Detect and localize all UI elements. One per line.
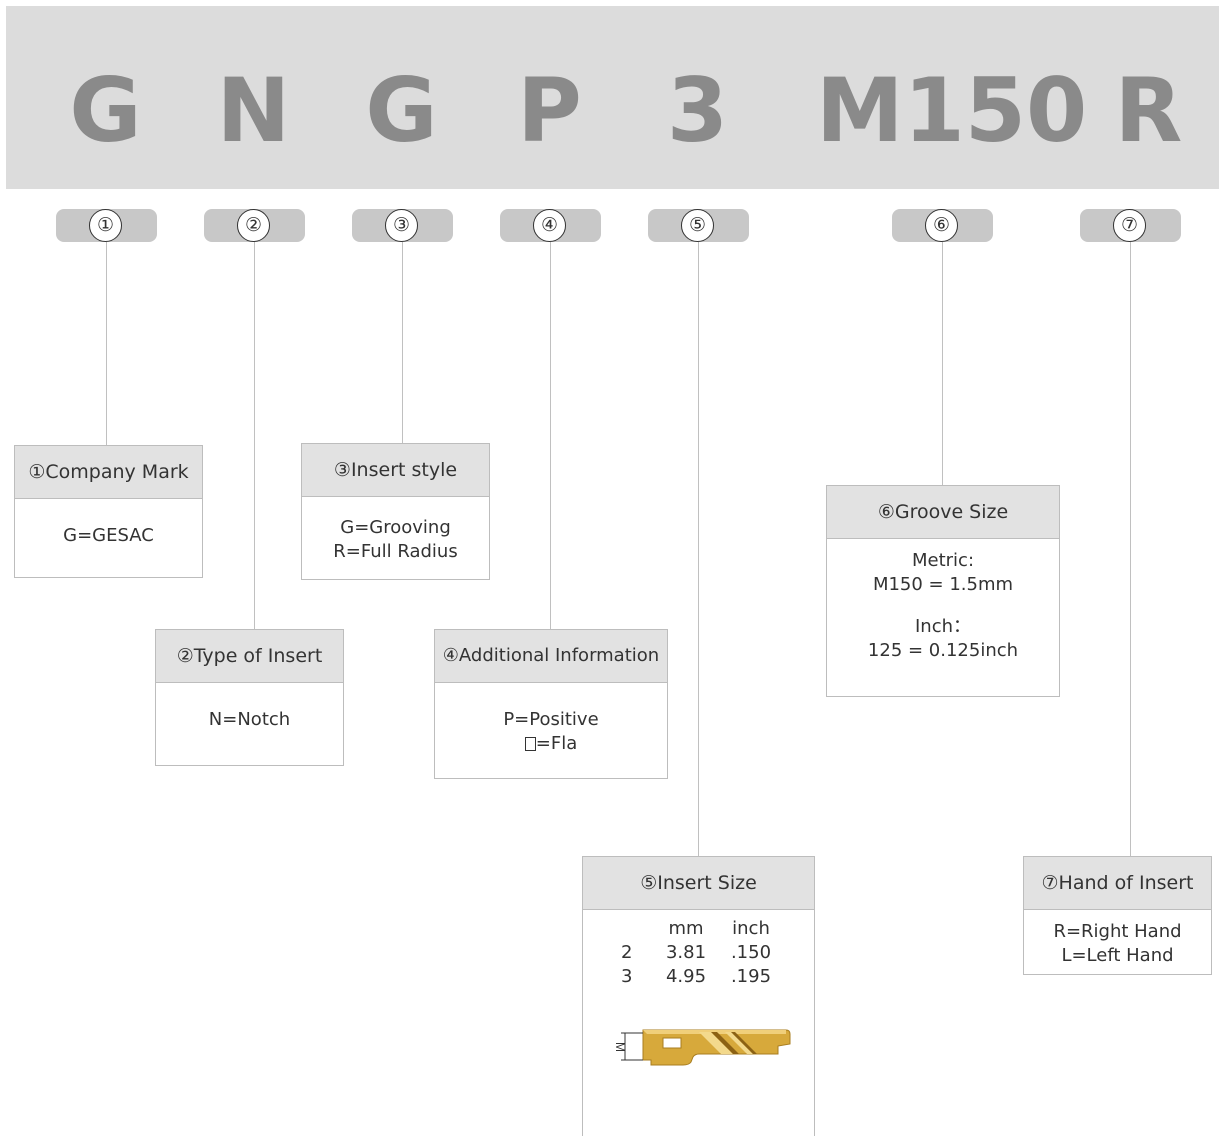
code-letter-type: N	[216, 59, 291, 162]
marker-number: ⑥	[925, 209, 958, 242]
code-header: G N G P 3 M150 R	[6, 6, 1219, 189]
insert-size-box: ⑤Insert Size mm inch 2 3.81 .150 3 4.95 …	[582, 856, 815, 1136]
groove-size-metric-label: Metric:	[911, 550, 975, 571]
company-mark-box: ①Company Mark G=GESAC	[14, 445, 203, 578]
groove-size-box: ⑥Groove Size Metric: M150 = 1.5mm Inch： …	[826, 485, 1060, 697]
table-row: 2 3.81 .150	[621, 940, 781, 964]
type-of-insert-title: ②Type of Insert	[156, 630, 343, 683]
insert-size-title: ⑤Insert Size	[583, 857, 814, 910]
marker-number: ③	[385, 209, 418, 242]
marker-pill-4: ④	[500, 209, 601, 242]
groove-size-inch-value: 125 = 0.125inch	[867, 640, 1019, 661]
code-letter-company: G	[69, 59, 142, 162]
marker-pill-7: ⑦	[1080, 209, 1181, 242]
marker-pill-2: ②	[204, 209, 305, 242]
insert-size-header-inch: inch	[732, 917, 770, 939]
connector-line-6	[942, 242, 943, 486]
marker-pill-5: ⑤	[648, 209, 749, 242]
code-letter-style: G	[365, 59, 438, 162]
groove-size-metric-value: M150 = 1.5mm	[872, 574, 1014, 595]
dimension-label: M	[613, 1042, 627, 1052]
missing-glyph-icon	[524, 737, 536, 751]
code-letter-size: 3	[666, 59, 729, 162]
insert-size-mm: 3.81	[665, 941, 707, 963]
marker-number: ④	[533, 209, 566, 242]
hand-of-insert-box: ⑦Hand of Insert R=Right Hand L=Left Hand	[1023, 856, 1212, 975]
company-mark-title: ①Company Mark	[15, 446, 202, 499]
insert-style-title: ③Insert style	[302, 444, 489, 497]
company-mark-value: G=GESAC	[63, 525, 154, 546]
marker-pill-6: ⑥	[892, 209, 993, 242]
groove-size-inch-label: Inch：	[914, 616, 972, 637]
insert-profile-diagram: M	[613, 1029, 791, 1066]
hand-of-insert-left: L=Left Hand	[1061, 945, 1174, 966]
connector-line-7	[1130, 242, 1131, 857]
connector-line-4	[550, 242, 551, 630]
insert-size-inch: .195	[730, 965, 772, 987]
additional-info-positive: P=Positive	[503, 709, 599, 730]
insert-size-header-code	[621, 916, 651, 940]
code-letter-hand: R	[1114, 59, 1183, 162]
code-letter-groove: M150	[816, 59, 1088, 162]
type-of-insert-value: N=Notch	[208, 709, 291, 730]
groove-size-title: ⑥Groove Size	[827, 486, 1059, 539]
insert-size-table: mm inch 2 3.81 .150 3 4.95 .195	[621, 916, 781, 988]
insert-size-header-row: mm inch	[621, 916, 781, 940]
additional-info-flat: =Fla	[535, 733, 578, 754]
marker-number: ⑦	[1113, 209, 1146, 242]
insert-body	[642, 1029, 791, 1066]
marker-number: ②	[237, 209, 270, 242]
table-row: 3 4.95 .195	[621, 964, 781, 988]
insert-size-code: 3	[621, 965, 633, 987]
additional-info-box: ④Additional Information P=Positive =Fla	[434, 629, 668, 779]
code-letter-additional: P	[517, 59, 582, 162]
insert-style-grooving: G=Grooving	[340, 517, 451, 538]
hand-of-insert-right: R=Right Hand	[1053, 921, 1182, 942]
connector-line-3	[402, 242, 403, 444]
additional-info-title: ④Additional Information	[435, 630, 667, 683]
insert-size-inch: .150	[730, 941, 772, 963]
marker-number: ①	[89, 209, 122, 242]
marker-number: ⑤	[681, 209, 714, 242]
insert-size-code: 2	[621, 941, 633, 963]
hand-of-insert-title: ⑦Hand of Insert	[1024, 857, 1211, 910]
connector-line-5	[698, 242, 699, 857]
additional-info-flat-row: =Fla	[435, 732, 667, 756]
marker-pill-3: ③	[352, 209, 453, 242]
insert-size-mm: 4.95	[665, 965, 707, 987]
connector-line-1	[106, 242, 107, 446]
marker-pill-1: ①	[56, 209, 157, 242]
insert-style-box: ③Insert style G=Grooving R=Full Radius	[301, 443, 490, 580]
insert-size-header-mm: mm	[668, 917, 704, 939]
connector-line-2	[254, 242, 255, 630]
insert-style-full-radius: R=Full Radius	[333, 541, 458, 562]
type-of-insert-box: ②Type of Insert N=Notch	[155, 629, 344, 766]
